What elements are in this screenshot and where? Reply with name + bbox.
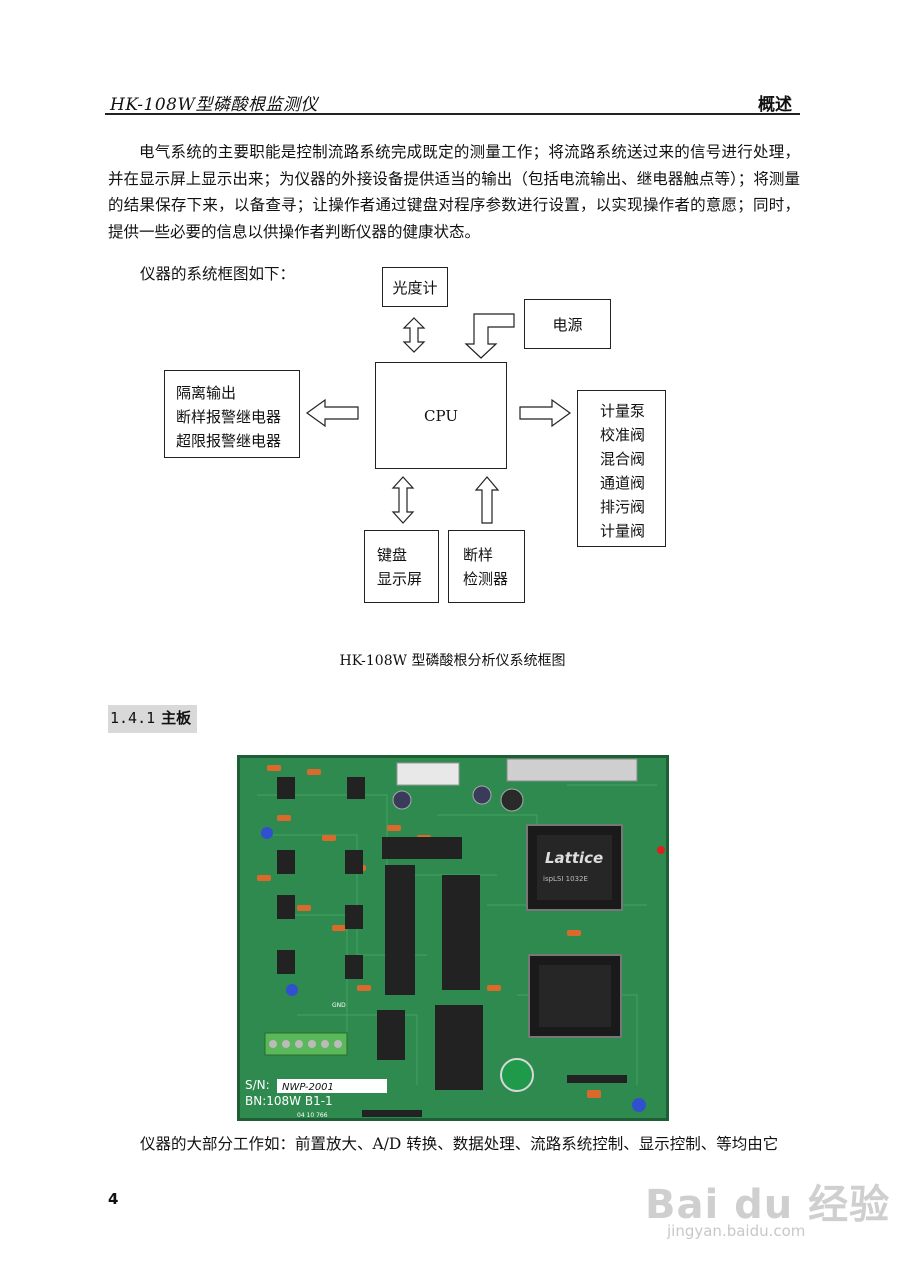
intro-paragraph: 电气系统的主要职能是控制流路系统完成既定的测量工作；将流路系统送过来的信号进行处… <box>108 143 800 241</box>
chip-brand: Lattice <box>545 849 603 867</box>
figure-caption: HK-108W 型磷酸根分析仪系统框图 <box>339 653 566 669</box>
power-label: 电源 <box>552 315 583 334</box>
actuators-box: 计量泵 校准阀 混合阀 通道阀 排污阀 计量阀 <box>577 390 666 547</box>
detector-label: 检测器 <box>463 570 509 588</box>
cpu-keyboard-arrow <box>391 476 415 524</box>
actuator-item: 排污阀 <box>600 498 646 516</box>
actuator-item: 校准阀 <box>600 426 646 444</box>
bn-label: BN:108W B1-1 <box>245 1094 333 1108</box>
outputs-box: 隔离输出 断样报警继电器 超限报警继电器 <box>164 370 300 458</box>
sample-label: 断样 <box>463 546 494 564</box>
sn-value: NWP-2001 <box>282 1082 334 1093</box>
display-label: 显示屏 <box>377 570 423 588</box>
output-item: 超限报警继电器 <box>176 432 282 450</box>
cpu-actuators-arrow <box>519 398 572 428</box>
board-date: 04 10 766 <box>297 1112 328 1119</box>
chip-model: ispLSI 1032E <box>543 875 588 883</box>
actuator-item: 计量泵 <box>600 402 646 420</box>
power-cpu-arrow <box>464 313 515 359</box>
sn-label: S/N: <box>245 1078 270 1092</box>
bottom-paragraph: 仪器的大部分工作如：前置放大、A/D 转换、数据处理、流路系统控制、显示控制、等… <box>140 1135 779 1153</box>
header-rule <box>105 113 800 115</box>
photometer-label: 光度计 <box>392 278 438 297</box>
keyboard-display-box: 键盘 显示屏 <box>364 530 439 603</box>
cpu-outputs-arrow <box>305 398 359 428</box>
actuator-item: 计量阀 <box>600 522 646 540</box>
keyboard-label: 键盘 <box>377 546 408 564</box>
section-number: 1.4.1 <box>110 709 156 727</box>
cpu-label: CPU <box>424 406 458 425</box>
output-item: 断样报警继电器 <box>176 408 282 426</box>
watermark-brand: Bai du 经验 <box>645 1182 891 1228</box>
running-header-section: 概述 <box>758 95 792 115</box>
photometer-box: 光度计 <box>382 267 448 307</box>
mainboard-photo: Lattice ispLSI 1032E GND S/N: NWP-2001 B… <box>237 755 669 1121</box>
cpu-box: CPU <box>375 362 507 469</box>
section-heading: 1.4.1 主板 <box>108 705 198 733</box>
running-header-title: HK-108W型磷酸根监测仪 <box>110 95 318 115</box>
power-box: 电源 <box>524 299 611 349</box>
actuator-item: 混合阀 <box>600 450 646 468</box>
section-title: 主板 <box>161 709 192 727</box>
output-item: 隔离输出 <box>176 384 237 402</box>
diagram-intro: 仪器的系统框图如下： <box>140 265 296 283</box>
page-number: 4 <box>108 1190 119 1208</box>
pcb-illustration: Lattice ispLSI 1032E GND S/N: NWP-2001 B… <box>237 755 669 1121</box>
watermark-url: jingyan.baidu.com <box>667 1222 806 1240</box>
sample-detector-box: 断样 检测器 <box>448 530 525 603</box>
photometer-cpu-arrow <box>402 317 426 353</box>
detector-cpu-arrow <box>474 476 500 524</box>
actuator-item: 通道阀 <box>600 474 646 492</box>
diagram-arrows <box>305 313 572 524</box>
gnd-label: GND <box>332 1002 346 1009</box>
